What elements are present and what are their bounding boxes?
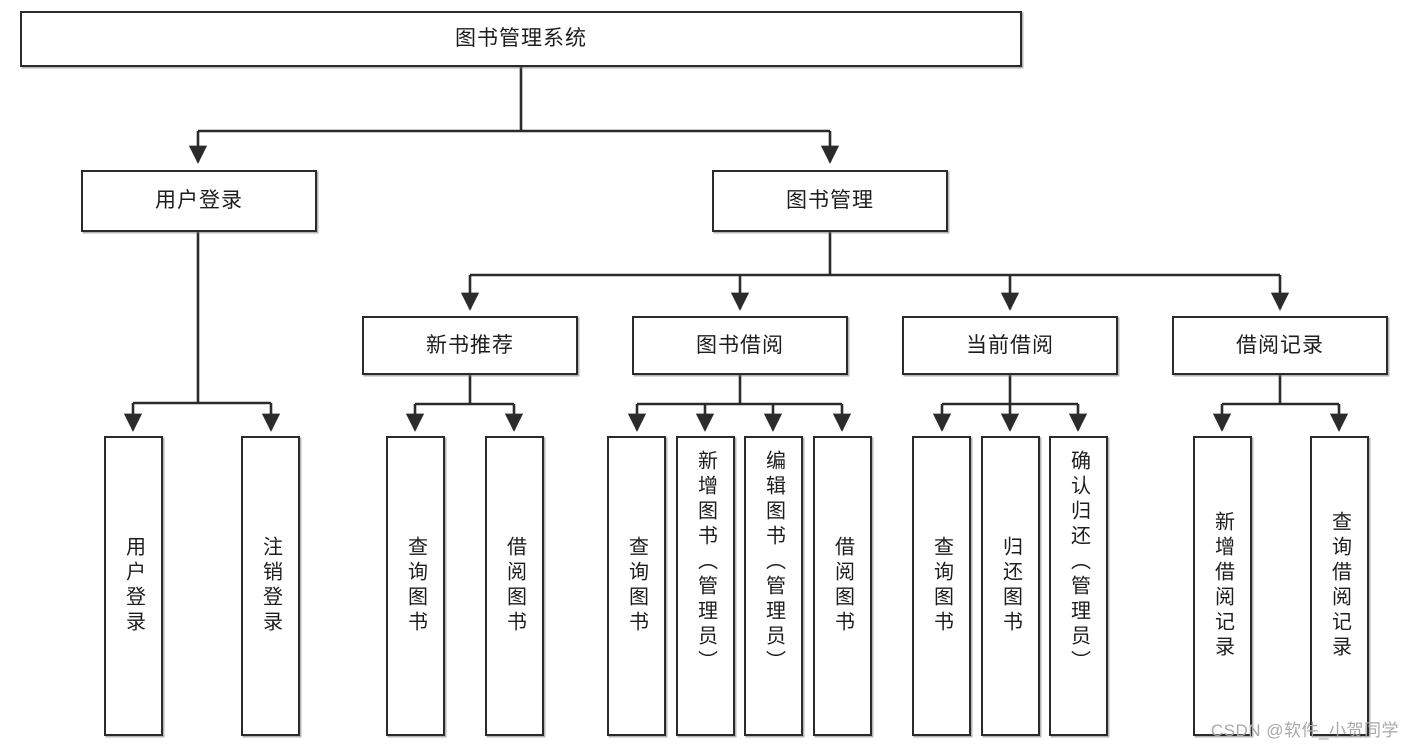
leaf-add-book-admin[interactable]: 新增图书（管理员） xyxy=(676,436,735,736)
watermark-text: CSDN @软件_小贺同学 xyxy=(1210,721,1399,740)
leaf-query-books-new[interactable]: 查询图书 xyxy=(386,436,445,736)
node-label: 查询图书 xyxy=(625,536,648,636)
node-label: 借阅图书 xyxy=(503,536,526,636)
node-book-borrowing[interactable]: 图书借阅 xyxy=(632,316,848,375)
node-label: 图书管理系统 xyxy=(455,27,587,51)
node-book-management[interactable]: 图书管理 xyxy=(712,170,948,232)
node-label: 图书借阅 xyxy=(696,333,784,357)
node-label: 借阅图书 xyxy=(831,536,854,636)
node-label: 归还图书 xyxy=(999,536,1022,636)
leaf-borrow-books[interactable]: 借阅图书 xyxy=(813,436,872,736)
leaf-logout[interactable]: 注销登录 xyxy=(241,436,300,736)
node-user-login[interactable]: 用户登录 xyxy=(81,170,317,232)
node-label: 新增借阅记录 xyxy=(1211,511,1234,661)
node-label: 当前借阅 xyxy=(966,333,1054,357)
leaf-query-books-borrow[interactable]: 查询图书 xyxy=(607,436,666,736)
node-label: 新增图书（管理员） xyxy=(694,450,717,675)
node-label: 图书管理 xyxy=(786,189,874,213)
node-label: 借阅记录 xyxy=(1236,333,1324,357)
node-label: 用户登录 xyxy=(155,189,243,213)
leaf-confirm-return-admin[interactable]: 确认归还（管理员） xyxy=(1049,436,1108,736)
node-label: 编辑图书（管理员） xyxy=(762,450,785,675)
node-label: 查询图书 xyxy=(930,536,953,636)
node-current-borrowing[interactable]: 当前借阅 xyxy=(902,316,1118,375)
node-label: 注销登录 xyxy=(259,536,282,636)
leaf-query-books-current[interactable]: 查询图书 xyxy=(912,436,971,736)
leaf-edit-book-admin[interactable]: 编辑图书（管理员） xyxy=(744,436,803,736)
leaf-borrow-books-new[interactable]: 借阅图书 xyxy=(485,436,544,736)
leaf-user-login[interactable]: 用户登录 xyxy=(104,436,163,736)
leaf-add-borrow-record[interactable]: 新增借阅记录 xyxy=(1193,436,1252,736)
node-label: 新书推荐 xyxy=(426,333,514,357)
node-label: 查询图书 xyxy=(404,536,427,636)
leaf-return-books[interactable]: 归还图书 xyxy=(981,436,1040,736)
node-borrow-records[interactable]: 借阅记录 xyxy=(1172,316,1388,375)
node-label: 查询借阅记录 xyxy=(1328,511,1351,661)
node-label: 确认归还（管理员） xyxy=(1067,450,1090,675)
node-label: 用户登录 xyxy=(122,536,145,636)
leaf-query-borrow-record[interactable]: 查询借阅记录 xyxy=(1310,436,1369,736)
node-root-book-management-system[interactable]: 图书管理系统 xyxy=(20,11,1022,67)
node-new-book-recommendation[interactable]: 新书推荐 xyxy=(362,316,578,375)
